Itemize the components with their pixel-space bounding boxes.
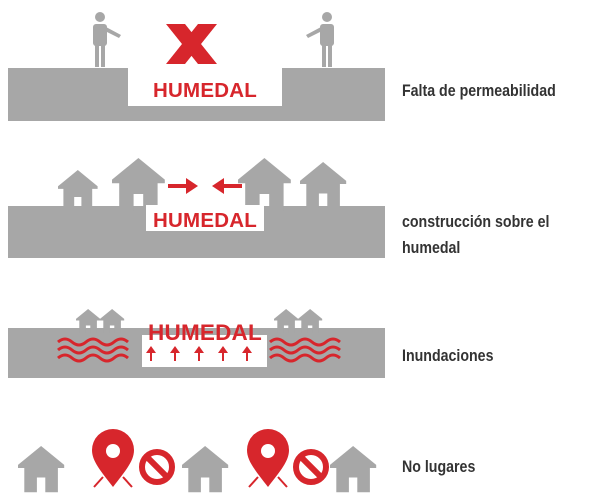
prohibited-icon [293,449,329,485]
house-icon [300,162,347,209]
caption-line: No lugares [402,458,476,476]
arrow-up-icon [242,346,252,361]
house-icon [330,446,377,493]
arrow-left-icon [212,178,242,194]
house-icon [112,158,165,211]
x-mark-icon [166,24,217,64]
house-icon [182,446,229,493]
panel-label: HUMEDAL [148,320,262,345]
prohibited-icon [139,449,175,485]
panel-label: HUMEDAL [153,79,257,102]
arrow-up-icon [170,346,180,361]
panel-construction-on-wetland: HUMEDAL [8,158,385,258]
caption-floods: Inundaciones [402,343,493,369]
person-icon [93,12,121,67]
arrow-up-icon [194,346,204,361]
wave-icon [57,337,129,363]
caption-lack-of-permeability: Falta de permeabilidad [402,78,556,104]
caption-line: humedal [402,239,461,257]
panel-floods: HUMEDAL [8,309,385,378]
person-icon [306,12,334,67]
house-icon [238,158,291,211]
arrow-right-icon [168,178,198,194]
wave-icon [269,337,341,363]
caption-line: Inundaciones [402,347,494,365]
panel-lack-of-permeability: HUMEDAL [8,12,385,121]
panel-no-places [18,429,377,493]
house-icon [58,170,98,210]
location-pin-icon [247,429,289,488]
arrow-up-icon [218,346,228,361]
location-pin-icon [92,429,134,488]
caption-construction-on-wetland: construcción sobre el humedal [402,209,549,261]
house-icon [18,446,65,493]
caption-line: Falta de permeabilidad [402,82,556,100]
panel-label: HUMEDAL [153,209,257,232]
caption-no-places: No lugares [402,454,475,480]
arrow-up-icon [146,346,156,361]
caption-line: construcción sobre el [402,213,550,231]
ground-block [8,68,385,121]
label-background [146,205,264,231]
